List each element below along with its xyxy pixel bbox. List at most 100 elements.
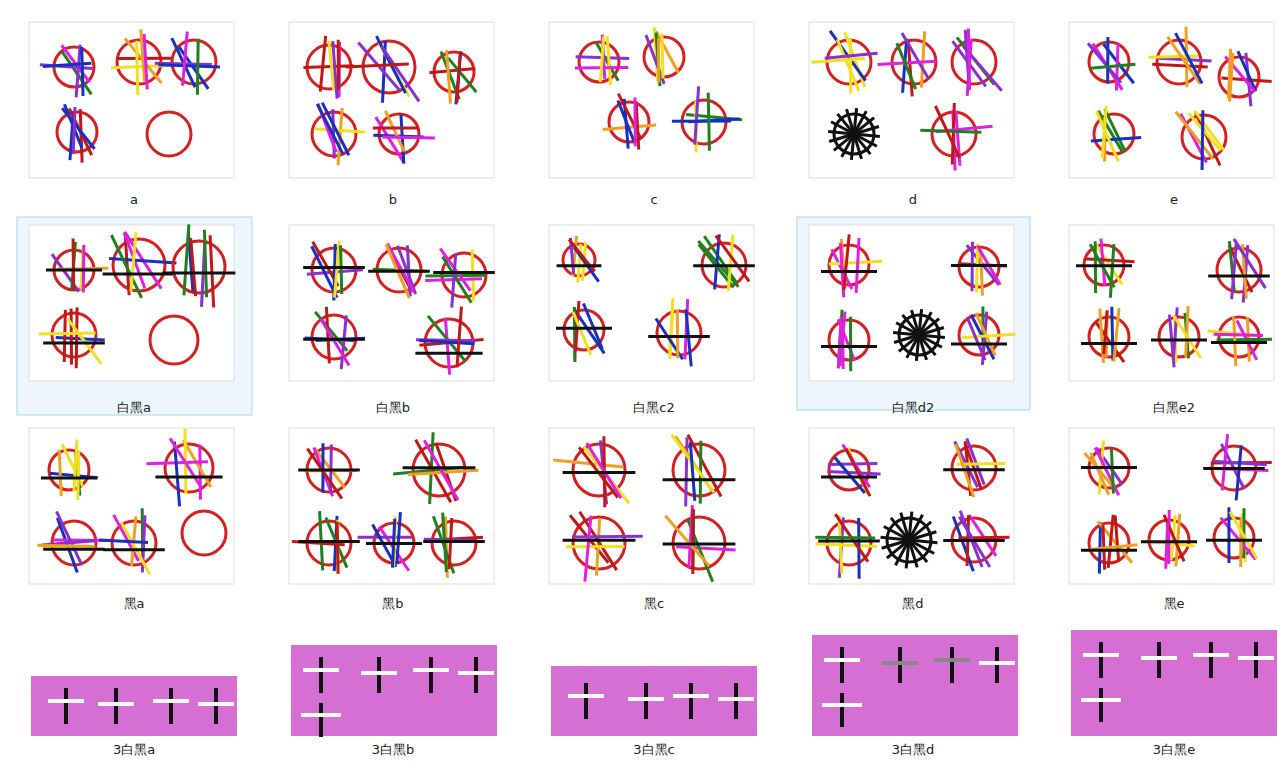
black-stick [1141, 540, 1197, 543]
stick [665, 516, 709, 566]
stick [1105, 109, 1125, 151]
stick [321, 318, 350, 365]
thumbnail [1069, 225, 1274, 381]
stick [849, 317, 852, 372]
stick [424, 440, 458, 500]
stick [825, 53, 878, 58]
stick [381, 46, 419, 101]
thumbnail [289, 22, 494, 178]
stick [443, 257, 472, 303]
stick [317, 104, 343, 154]
stick [618, 100, 635, 143]
stick [958, 536, 1009, 540]
black-stick [43, 548, 105, 551]
stick [708, 93, 709, 151]
stick [1090, 64, 1135, 68]
stick [1234, 239, 1266, 288]
stick [920, 130, 981, 132]
black-stick [818, 540, 880, 543]
stick [307, 449, 342, 499]
file-name: 黑a [124, 596, 145, 612]
thumbnail [549, 225, 755, 381]
file-name: 3白黑e [1153, 742, 1195, 758]
black-stick [1208, 274, 1270, 277]
black-stick [1081, 342, 1137, 345]
stick [607, 36, 610, 85]
stick [969, 515, 996, 556]
stick [846, 449, 870, 496]
stick [1114, 308, 1119, 361]
stick [204, 230, 206, 297]
stick [690, 442, 695, 501]
stick [960, 511, 982, 567]
stick [457, 52, 460, 102]
file-name: 3白黑c [633, 742, 674, 758]
black-stick [1081, 549, 1137, 552]
stick [419, 340, 474, 343]
stick [1217, 338, 1272, 342]
stick [656, 33, 660, 87]
stick [131, 232, 136, 292]
stick [585, 516, 591, 582]
black-stick [821, 475, 877, 478]
stick [457, 307, 461, 368]
stick [1195, 111, 1224, 150]
stick [1230, 512, 1257, 559]
stick [333, 41, 337, 99]
thumbnail [809, 225, 1015, 381]
ring [829, 320, 869, 360]
stick [657, 38, 660, 82]
stick [183, 32, 188, 86]
stick [1104, 310, 1107, 354]
black-stick [298, 468, 360, 471]
stick [897, 43, 916, 89]
stick [1176, 33, 1203, 83]
file-name: c [650, 192, 657, 208]
black-stick [423, 540, 485, 543]
stick [935, 106, 959, 158]
black-stick [1151, 339, 1207, 342]
stick [56, 511, 81, 564]
selection-frame [17, 217, 252, 415]
file-name: b [389, 192, 397, 208]
black-stick [433, 271, 495, 274]
black-stick [557, 264, 602, 267]
stick [716, 236, 749, 282]
black-stick [1081, 466, 1137, 469]
black-stick [821, 270, 877, 273]
stick [921, 31, 924, 87]
stick [1088, 43, 1121, 82]
black-stick [366, 542, 422, 545]
stick [976, 244, 977, 293]
stick [1173, 315, 1201, 358]
file-name: 3白黑a [113, 742, 155, 758]
stick [62, 108, 94, 149]
stick [1227, 507, 1230, 563]
stick [73, 107, 75, 154]
stick [838, 316, 841, 368]
black-stick [943, 468, 1005, 471]
file-name: 黑e [1164, 596, 1185, 612]
file-name: 白黑a [117, 400, 151, 416]
thumbnail [1069, 22, 1274, 178]
thumbnail [29, 428, 234, 584]
file-name: 白黑e2 [1153, 400, 1195, 416]
stick [67, 318, 101, 363]
stick [1149, 56, 1198, 57]
stick [78, 450, 79, 500]
file-name: 黑b [382, 596, 403, 612]
stick [1096, 111, 1118, 161]
stick [99, 540, 148, 542]
stick [600, 36, 603, 82]
thumbnail [809, 428, 1014, 584]
stick [448, 58, 476, 92]
stick [968, 28, 969, 89]
stick [336, 520, 339, 574]
black-stick [556, 327, 612, 330]
ring [173, 241, 225, 293]
black-stick [821, 345, 877, 348]
black-stick [1203, 467, 1265, 470]
selection-frame [797, 217, 1030, 410]
stick [452, 254, 456, 308]
